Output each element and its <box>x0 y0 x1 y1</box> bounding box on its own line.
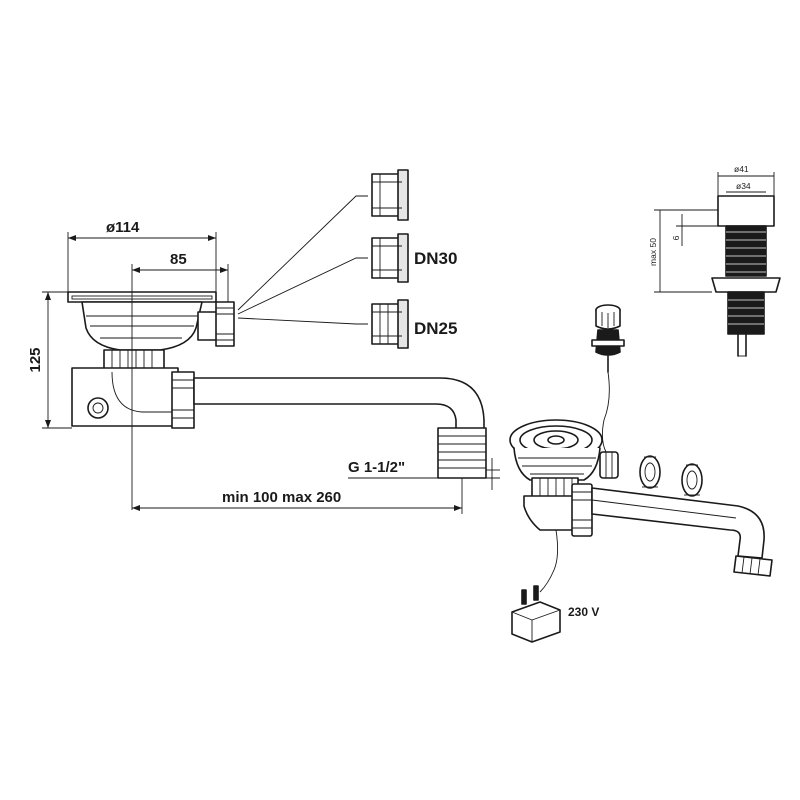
dim-height: 125 <box>27 347 44 372</box>
trap-and-pipe <box>523 483 773 577</box>
button-detail: ø41 ø34 max 50 6 <box>648 164 781 357</box>
button-nut <box>711 277 781 293</box>
dim-thread: G 1-1/2" <box>348 459 405 476</box>
button-cap <box>717 195 775 227</box>
perspective-assembly: 230 V <box>509 304 773 643</box>
push-button <box>591 304 625 453</box>
dim-outlet-offset: 85 <box>170 251 187 268</box>
power-adapter: 230 V <box>511 585 599 643</box>
dim-button-outer: ø41 <box>734 164 749 174</box>
basket-flange <box>67 291 217 303</box>
button-thread <box>725 225 767 277</box>
strainer-basket <box>509 419 619 501</box>
dim-button-cap: 6 <box>671 235 681 240</box>
outlet-sleeve <box>437 427 487 479</box>
adapter-dn25: DN25 <box>371 299 457 349</box>
outlet-pipe <box>193 377 485 431</box>
adapters: DN30 DN25 <box>237 169 457 349</box>
dim-button-inner: ø34 <box>736 181 751 191</box>
label-voltage: 230 V <box>568 605 599 619</box>
dim-basket-diameter: ø114 <box>106 219 140 236</box>
dim-length-range: min 100 max 260 <box>222 489 341 506</box>
adapter-plain <box>371 169 409 221</box>
adapter-dn30: DN30 <box>371 233 457 283</box>
label-dn30: DN30 <box>414 249 457 268</box>
waste-side-view: ø114 85 125 G 1-1/2" min 100 max 260 <box>27 219 500 514</box>
label-dn25: DN25 <box>414 319 457 338</box>
dim-button-max: max 50 <box>648 238 658 266</box>
trap-body <box>71 367 179 427</box>
loose-nuts <box>639 455 703 497</box>
